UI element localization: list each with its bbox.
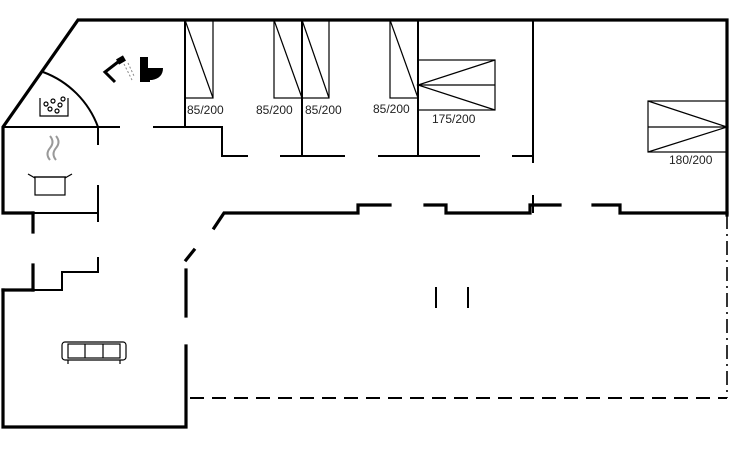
hot-tub-icon [39,96,69,117]
interior-walls [3,20,534,308]
outer-walls [1,18,729,429]
double-bed-175 [416,59,496,111]
bed-label: 85/200 [373,102,410,116]
sofa-icon [61,341,127,364]
wardrobes [184,19,419,99]
bed-label: 85/200 [305,103,342,117]
cooking-pot-icon [27,135,73,196]
terrace-outline [190,215,728,399]
toilet-icon [140,57,163,82]
shower-icon [102,55,135,84]
bed-label: 85/200 [256,103,293,117]
bed-label: 180/200 [669,153,713,167]
bed-label: 175/200 [432,112,476,126]
bed-label: 85/200 [187,103,224,117]
double-bed-180 [647,100,729,153]
